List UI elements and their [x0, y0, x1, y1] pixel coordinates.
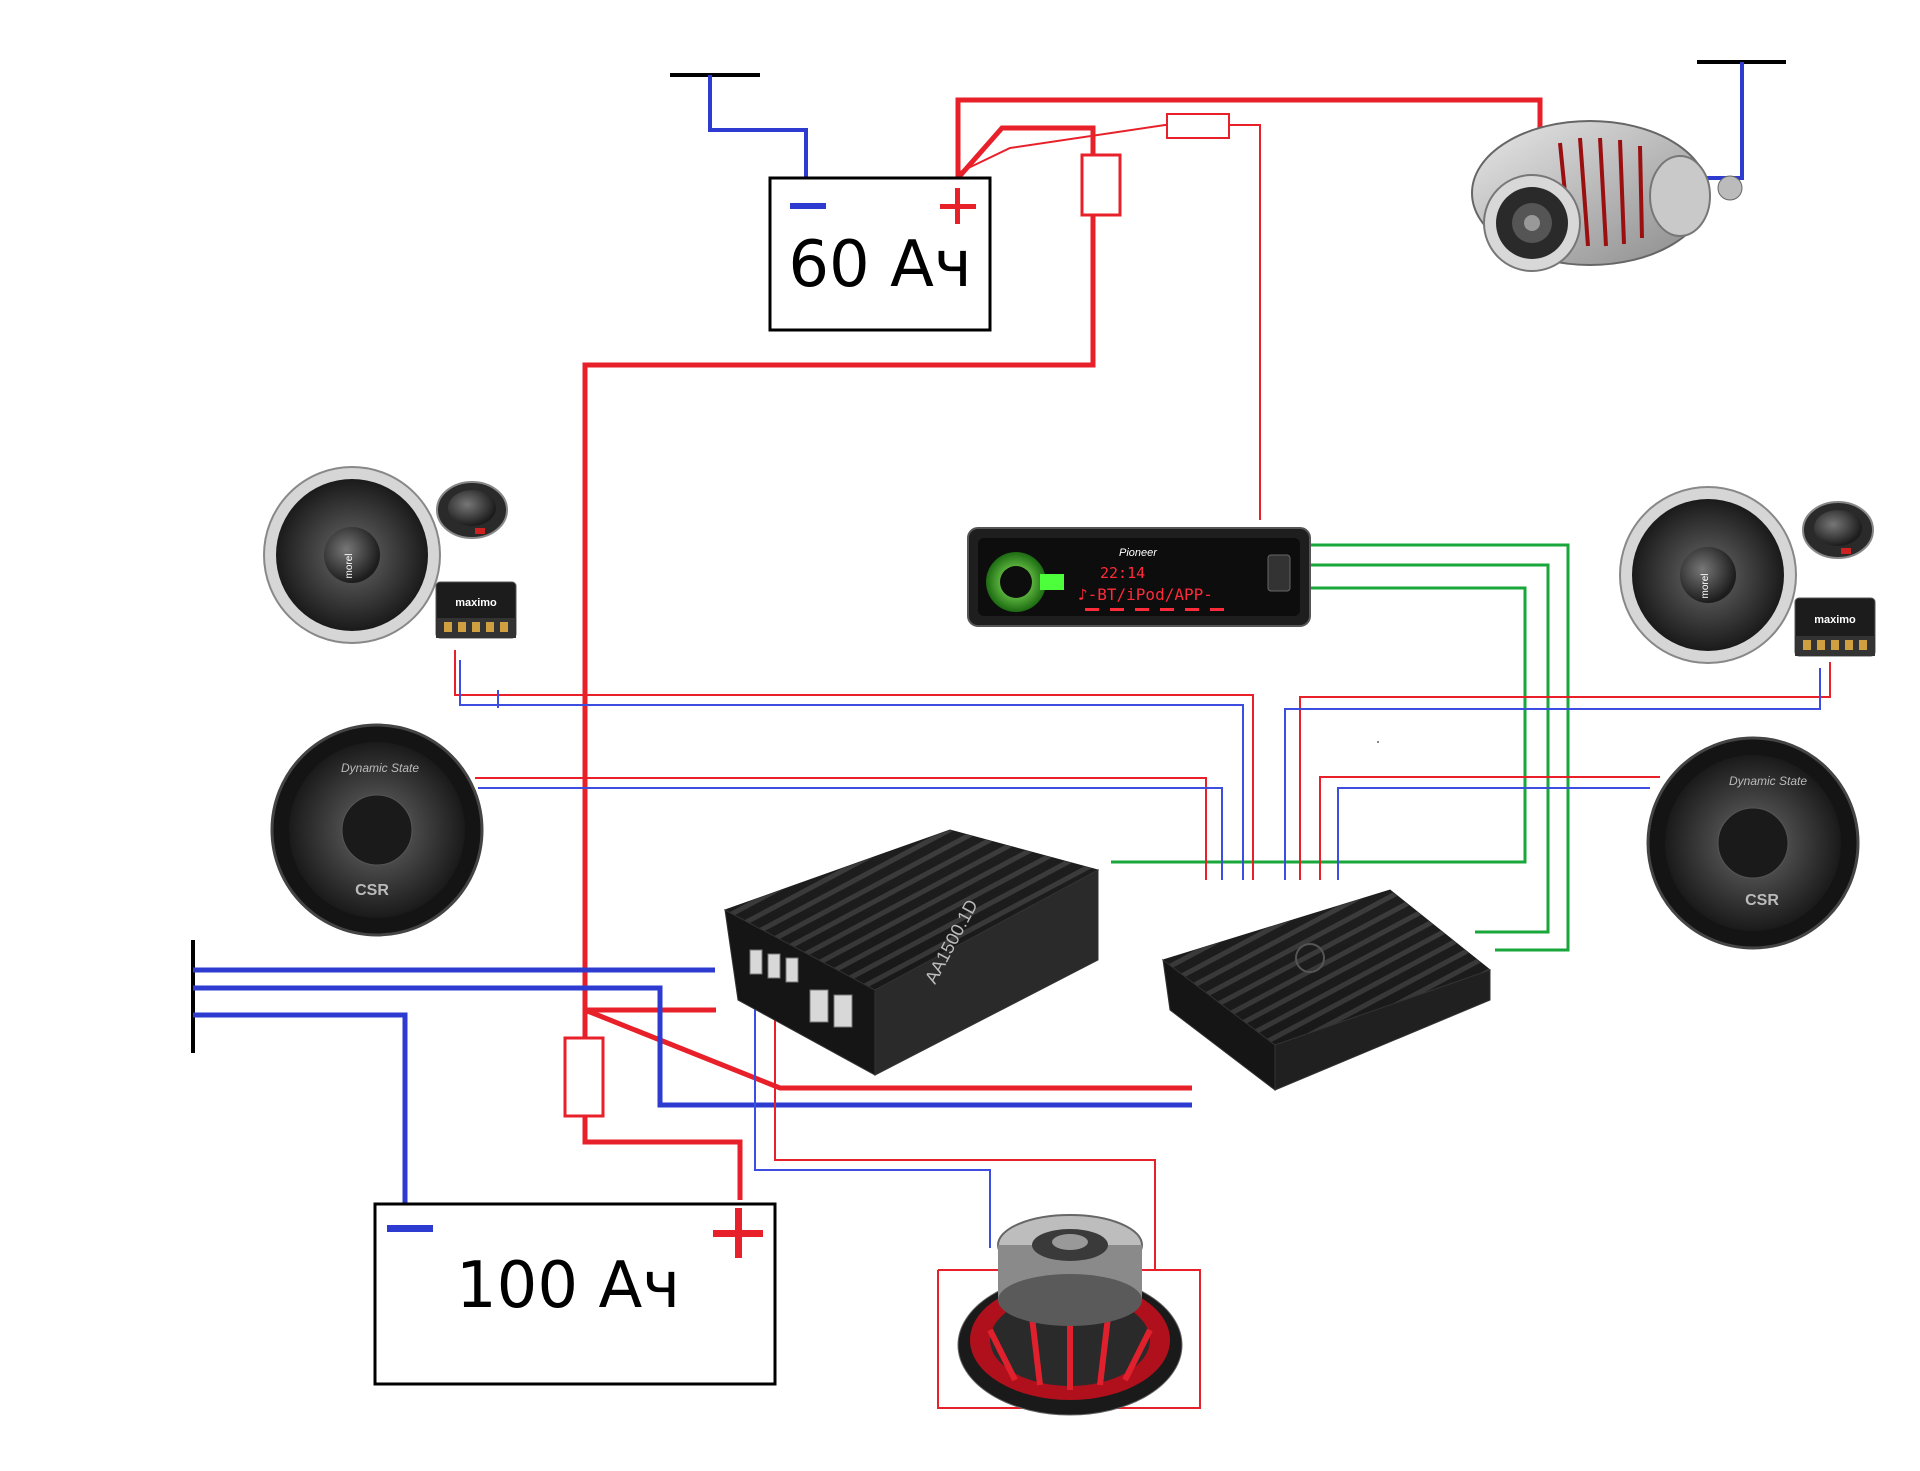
midbass-model-right: CSR: [1745, 892, 1779, 909]
battery-aux-minus: [387, 1225, 433, 1232]
ground-wire-amp-4ch: [193, 985, 1192, 1108]
subwoofer-icon: [957, 1214, 1183, 1416]
speaker-wires-right: [1284, 662, 1831, 880]
head-unit-brand: Pioneer: [1119, 547, 1158, 559]
component-speaker-left: morel maximo: [263, 466, 517, 644]
speaker-icon: morel: [263, 466, 441, 644]
power-wire-main-trunk: [582, 125, 1096, 1010]
signal-wires: [1111, 543, 1570, 952]
fuse-icon: [1166, 113, 1230, 139]
ground-symbol-icon: [670, 60, 1786, 77]
midbass-brand-left: Dynamic State: [341, 761, 419, 775]
amplifier-icon: AA1500.1D: [723, 829, 1100, 1076]
ground-wire-battery-main: [708, 75, 808, 178]
battery-aux-label: 100 Ач: [456, 1249, 680, 1323]
crossover-icon: maximo: [1794, 597, 1876, 657]
battery-main-label: 60 Ач: [788, 228, 971, 302]
tweeter-icon: [1802, 501, 1874, 559]
power-wire-to-amp-4ch: [584, 1007, 1192, 1091]
speaker-brand-right: morel: [1700, 573, 1711, 598]
alternator-icon: [1471, 120, 1743, 272]
speaker-brand-left: morel: [344, 553, 355, 578]
power-wire-alternator: [955, 97, 1543, 178]
crossover-icon: maximo: [435, 581, 517, 639]
wires: [191, 60, 1831, 1409]
crossover-brand-left: maximo: [455, 597, 497, 609]
amplifier-icon: [1161, 889, 1492, 1092]
battery-aux-plus: [713, 1208, 763, 1258]
speaker-wires-left: [454, 650, 1254, 880]
fuse-icon: [563, 153, 1122, 1118]
midbass-speaker-left: Dynamic State CSR: [270, 723, 484, 937]
power-wire-head-unit: [959, 124, 1261, 520]
head-unit-source: ♪-BT/iPod/APP-: [1078, 585, 1213, 604]
battery-main: 60 Ач: [768, 176, 992, 332]
tweeter-icon: [436, 481, 508, 539]
ground-wire-aux-battery: [193, 1012, 408, 1204]
battery-main-plus: [940, 188, 976, 224]
component-speaker-right: morel maximo: [1619, 486, 1876, 664]
midbass-speaker-right: Dynamic State CSR: [1646, 736, 1860, 950]
crossover-brand-right: maximo: [1814, 614, 1856, 626]
midbass-model-left: CSR: [355, 882, 389, 899]
battery-aux: 100 Ач: [373, 1202, 777, 1386]
speaker-icon: morel: [1619, 486, 1797, 664]
head-unit-icon: Pioneer 22:14 ♪-BT/iPod/APP-: [967, 527, 1311, 627]
speaker-icon: Dynamic State CSR: [1646, 736, 1860, 950]
midbass-brand-right: Dynamic State: [1729, 774, 1807, 788]
speaker-icon: Dynamic State CSR: [270, 723, 484, 937]
battery-main-minus: [790, 203, 826, 209]
head-unit-time: 22:14: [1100, 564, 1145, 582]
